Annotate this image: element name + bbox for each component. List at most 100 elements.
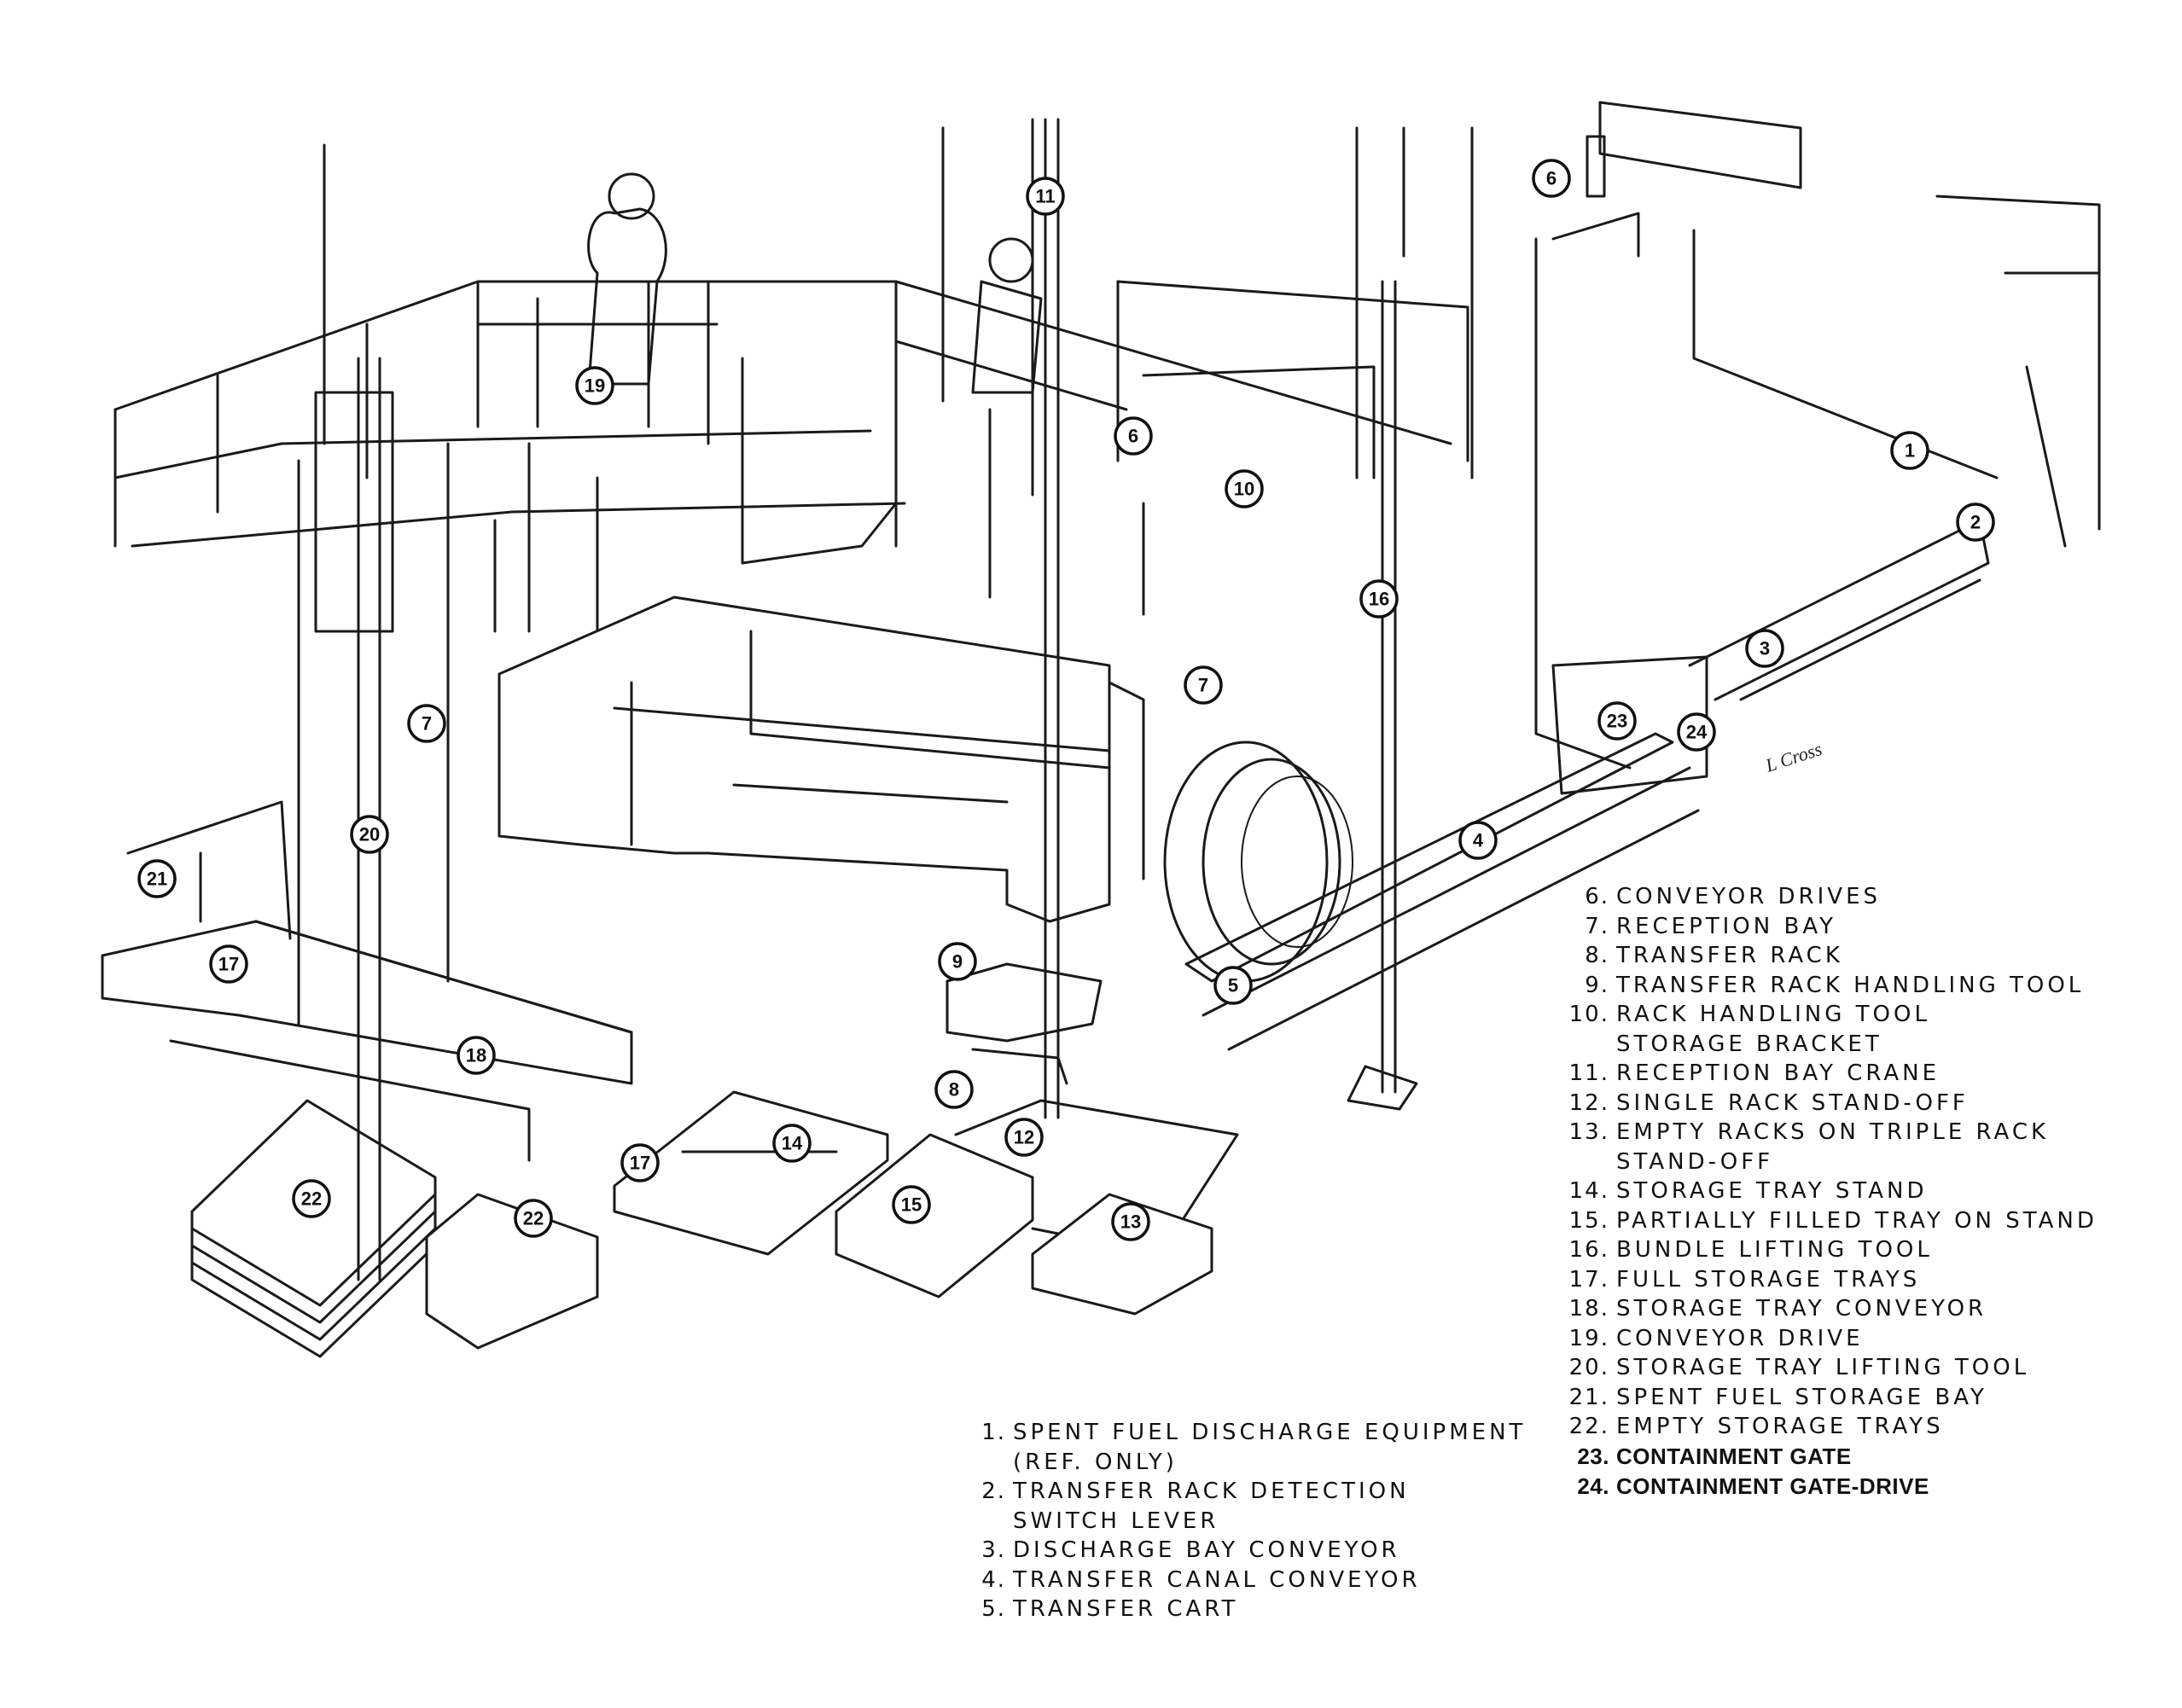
svg-text:22: 22 <box>301 1188 322 1210</box>
callout-7b: 7 <box>1184 665 1223 705</box>
callout-10: 10 <box>1225 469 1264 508</box>
legend-item-text: TRANSFER RACK <box>1616 943 1843 968</box>
legend-item-text: FULL STORAGE TRAYS <box>1616 1266 1921 1293</box>
svg-text:24: 24 <box>1686 722 1708 743</box>
svg-text:23: 23 <box>1607 711 1627 732</box>
svg-text:2: 2 <box>1970 512 1981 533</box>
legend-item-text: STORAGE TRAY STAND <box>1616 1178 1928 1204</box>
callout-8: 8 <box>934 1070 974 1109</box>
svg-text:22: 22 <box>523 1208 544 1229</box>
svg-text:1: 1 <box>1905 440 1915 462</box>
callout-20: 20 <box>350 815 389 854</box>
svg-text:13: 13 <box>1120 1211 1141 1233</box>
legend-item: 21.SPENT FUEL STORAGE BAY <box>1555 1383 2169 1413</box>
legend-item: 9. TRANSFER RACK HANDLING TOOL <box>1555 971 2169 1001</box>
svg-text:7: 7 <box>422 713 432 735</box>
svg-text:11: 11 <box>1035 186 1055 207</box>
legend-item-text: TRANSFER RACK DETECTION SWITCH LEVER <box>1013 1479 1410 1534</box>
legend-item: 8.TRANSFER RACK <box>1555 941 2169 971</box>
legend-item: 11. RECEPTION BAY CRANE <box>1555 1059 2169 1089</box>
callout-6b: 6 <box>1114 416 1153 456</box>
legend-item: 18. STORAGE TRAY CONVEYOR <box>1555 1294 2169 1324</box>
artist-signature: L Cross <box>1762 738 1824 776</box>
svg-text:19: 19 <box>585 375 605 397</box>
legend-item-number: 5. <box>981 1596 1006 1622</box>
callout-2: 2 <box>1956 503 1995 542</box>
legend-item-text: EMPTY STORAGE TRAYS <box>1616 1414 1944 1439</box>
legend-item-text: TRANSFER CANAL CONVEYOR <box>1013 1566 1421 1593</box>
legend-item-number: 11. <box>1568 1060 1609 1086</box>
callout-24: 24 <box>1677 712 1716 752</box>
svg-text:17: 17 <box>218 954 239 975</box>
callout-21: 21 <box>137 859 177 898</box>
svg-text:3: 3 <box>1760 638 1770 659</box>
callout-22b: 22 <box>514 1199 553 1238</box>
legend-item-number: 3. <box>981 1537 1006 1563</box>
legend-item: 3.DISCHARGE BAY CONVEYOR <box>951 1536 1532 1566</box>
legend-item: 17. FULL STORAGE TRAYS <box>1555 1265 2169 1295</box>
callout-1: 1 <box>1890 431 1929 470</box>
callout-12: 12 <box>1004 1118 1044 1157</box>
legend-item-number: 22. <box>1568 1414 1609 1439</box>
legend-item: 19. CONVEYOR DRIVE <box>1555 1324 2169 1354</box>
legend-item-number: 23. <box>1577 1443 1609 1469</box>
legend-item: 7. RECEPTION BAY <box>1555 912 2169 942</box>
legend-item-number: 12. <box>1568 1089 1609 1116</box>
legend-item: 10. RACK HANDLING TOOL STORAGE BRACKET <box>1555 1000 2169 1059</box>
legend-item-text: CONVEYOR DRIVE <box>1616 1325 1864 1351</box>
callout-23: 23 <box>1597 701 1637 741</box>
legend-item-number: 7. <box>1585 913 1609 939</box>
callout-3: 3 <box>1745 629 1784 668</box>
callout-13: 13 <box>1111 1202 1150 1241</box>
legend-item-number: 9. <box>1585 972 1609 998</box>
legend-item-text: CONTAINMENT GATE-DRIVE <box>1616 1473 1929 1499</box>
callout-markers: 1 2 3 4 5 6 6 7 7 8 9 10 11 12 13 14 15 … <box>137 159 1995 1241</box>
callout-11: 11 <box>1026 177 1065 216</box>
svg-text:15: 15 <box>901 1194 922 1216</box>
callout-6a: 6 <box>1532 159 1571 198</box>
legend-item-number: 17. <box>1568 1266 1609 1293</box>
legend-item-number: 21. <box>1568 1384 1609 1410</box>
legend-item-number: 19. <box>1568 1325 1609 1351</box>
legend-item-text: STORAGE TRAY CONVEYOR <box>1616 1296 1987 1322</box>
legend-item: 12. SINGLE RACK STAND-OFF <box>1555 1089 2169 1118</box>
legend-item: 23. CONTAINMENT GATE <box>1555 1442 2169 1473</box>
svg-text:20: 20 <box>359 824 380 845</box>
svg-text:9: 9 <box>952 951 963 973</box>
svg-text:6: 6 <box>1546 168 1556 189</box>
legend-item-text: BUNDLE LIFTING TOOL <box>1616 1237 1933 1263</box>
legend-item-number: 16. <box>1568 1237 1609 1263</box>
legend-item: 20.STORAGE TRAY LIFTING TOOL <box>1555 1353 2169 1383</box>
legend-item: 13.EMPTY RACKS ON TRIPLE RACK STAND-OFF <box>1555 1118 2169 1176</box>
legend-item-text: RECEPTION BAY <box>1616 913 1836 939</box>
legend-item-number: 4. <box>981 1566 1006 1593</box>
legend-item-text: SINGLE RACK STAND-OFF <box>1616 1089 1969 1116</box>
callout-7a: 7 <box>407 704 446 743</box>
svg-text:8: 8 <box>949 1079 959 1101</box>
callout-19: 19 <box>575 366 614 405</box>
legend-item-number: 14. <box>1568 1178 1609 1204</box>
legend-item-text: CONTAINMENT GATE <box>1616 1443 1852 1469</box>
legend-item: 24.CONTAINMENT GATE-DRIVE <box>1555 1472 2169 1502</box>
callout-5: 5 <box>1213 966 1253 1005</box>
callout-14: 14 <box>772 1124 812 1163</box>
legend-item-text: RECEPTION BAY CRANE <box>1616 1060 1941 1086</box>
callout-15: 15 <box>892 1185 931 1224</box>
legend-item-number: 18. <box>1568 1296 1609 1322</box>
legend-item-text: TRANSFER RACK HANDLING TOOL <box>1616 972 2085 998</box>
legend-left: 1. SPENT FUEL DISCHARGE EQUIPMENT (REF. O… <box>951 1418 1532 1624</box>
svg-text:18: 18 <box>466 1045 486 1066</box>
svg-text:10: 10 <box>1234 479 1254 500</box>
callout-18: 18 <box>457 1036 496 1075</box>
legend-item-text: SPENT FUEL DISCHARGE EQUIPMENT (REF. ONL… <box>1013 1420 1527 1475</box>
legend-item: 4. TRANSFER CANAL CONVEYOR <box>951 1566 1532 1595</box>
svg-text:12: 12 <box>1014 1127 1034 1148</box>
legend-item-number: 15. <box>1568 1207 1609 1234</box>
legend-item-number: 1. <box>981 1420 1006 1445</box>
legend-item-number: 10. <box>1568 1002 1609 1027</box>
svg-text:7: 7 <box>1198 675 1208 696</box>
legend-item-text: RACK HANDLING TOOL STORAGE BRACKET <box>1616 1002 1930 1057</box>
svg-text:14: 14 <box>782 1133 803 1154</box>
